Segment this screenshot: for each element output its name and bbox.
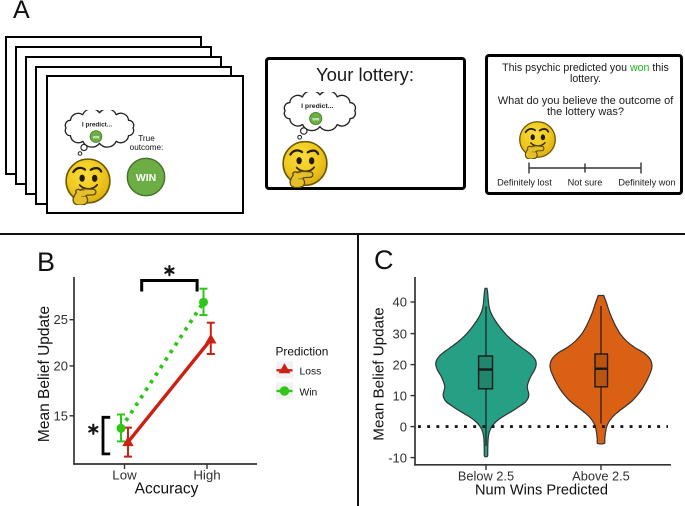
svg-text:Num Wins Predicted: Num Wins Predicted <box>475 483 608 499</box>
svg-text:Definitely won: Definitely won <box>618 177 675 187</box>
svg-text:Win: Win <box>300 388 318 399</box>
svg-text:WIN: WIN <box>136 172 156 184</box>
svg-text:40: 40 <box>393 295 407 310</box>
svg-text:I predict...: I predict... <box>82 122 112 129</box>
svg-text:WIN: WIN <box>93 136 100 140</box>
svg-text:15: 15 <box>54 408 68 423</box>
svg-text:Low: Low <box>112 468 137 483</box>
svg-text:Loss: Loss <box>300 366 322 377</box>
svg-text:Mean Belief Update: Mean Belief Update <box>36 306 53 442</box>
svg-text:Above 2.5: Above 2.5 <box>572 469 630 484</box>
svg-text:Not sure: Not sure <box>568 177 603 187</box>
svg-text:0: 0 <box>400 419 407 434</box>
svg-text:Below 2.5: Below 2.5 <box>458 469 514 484</box>
svg-text:30: 30 <box>393 326 407 341</box>
svg-text:Mean Belief Update: Mean Belief Update <box>371 307 388 440</box>
svg-text:20: 20 <box>393 357 407 372</box>
svg-text:C: C <box>374 245 394 275</box>
svg-text:25: 25 <box>54 312 68 327</box>
svg-text:B: B <box>37 247 55 277</box>
svg-text:Accuracy: Accuracy <box>135 481 199 498</box>
svg-text:20: 20 <box>54 358 68 373</box>
svg-text:-10: -10 <box>388 450 407 465</box>
svg-text:Definitely lost: Definitely lost <box>497 177 552 187</box>
svg-text:High: High <box>193 468 220 483</box>
svg-text:10: 10 <box>393 388 407 403</box>
svg-text:Prediction: Prediction <box>276 344 329 358</box>
svg-text:I predict...: I predict... <box>301 103 333 110</box>
svg-text:WIN: WIN <box>312 118 319 122</box>
